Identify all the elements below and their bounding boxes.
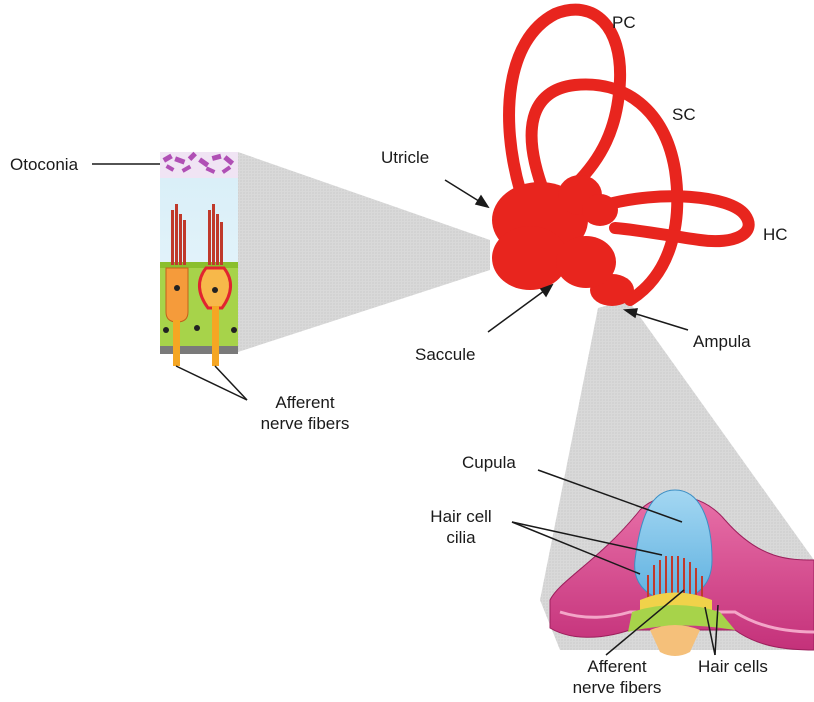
label-hair-cell-cilia-line1: Hair cell [416,506,506,527]
label-afferent-left-line2: nerve fibers [240,413,370,434]
label-afferent-left-line1: Afferent [240,392,370,413]
label-afferent-right: Afferent nerve fibers [552,656,682,698]
label-hair-cell-cilia: Hair cell cilia [416,506,506,548]
label-utricle: Utricle [381,147,429,168]
label-afferent-right-line2: nerve fibers [552,677,682,698]
label-afferent-right-line1: Afferent [552,656,682,677]
label-ampula: Ampula [693,331,751,352]
label-afferent-left: Afferent nerve fibers [240,392,370,434]
label-sc: SC [672,104,696,125]
label-hc: HC [763,224,788,245]
hair-cell-cylinder [166,268,188,322]
label-hair-cell-cilia-line2: cilia [416,527,506,548]
macula-inset [160,152,238,366]
label-pc: PC [612,12,636,33]
label-hair-cells: Hair cells [698,656,768,677]
vestibule [492,175,634,306]
posterior-canal [509,10,620,190]
crista-nerve [650,625,700,656]
label-otoconia: Otoconia [10,154,78,175]
macula-zoom-wedge [238,152,490,352]
label-cupula: Cupula [462,452,516,473]
label-saccule: Saccule [415,344,475,365]
